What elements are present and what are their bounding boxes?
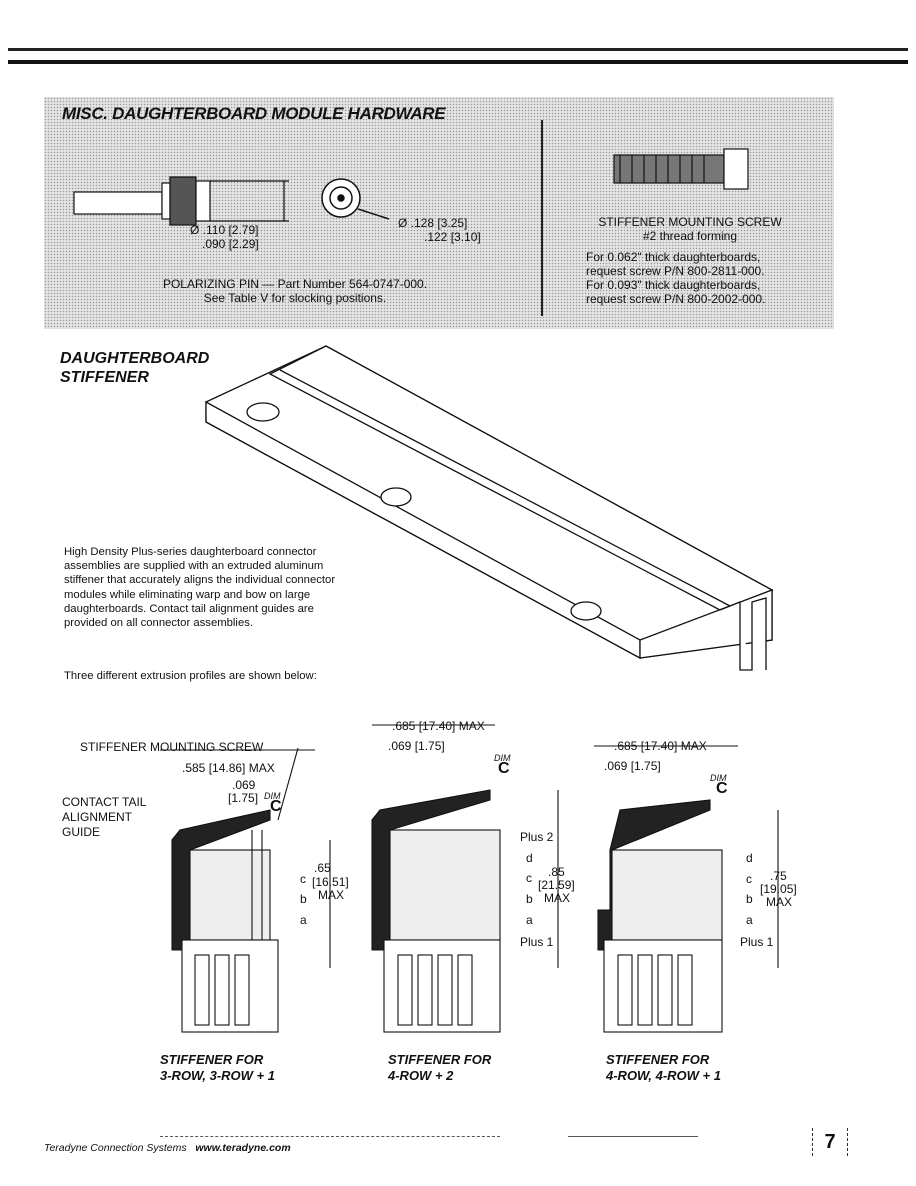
pin-dim-diameter: Ø .110 [2.79] bbox=[190, 223, 259, 237]
right-row-b: b bbox=[746, 892, 753, 906]
screw-note-line-4: request screw P/N 800-2002-000. bbox=[586, 292, 766, 306]
profile-diagrams bbox=[160, 724, 779, 1033]
left-row-c: c bbox=[300, 872, 306, 886]
stiffener-profiles-intro: Three different extrusion profiles are s… bbox=[64, 670, 317, 682]
header-rule-thick bbox=[8, 60, 908, 64]
middle-dim-c: C bbox=[498, 760, 510, 777]
right-dim-offset: .069 [1.75] bbox=[604, 759, 661, 773]
polarizing-pin-drawing bbox=[73, 176, 289, 226]
screw-note-line-3: For 0.093" thick daughterboards, bbox=[586, 278, 761, 292]
footer-rule-right bbox=[568, 1136, 698, 1137]
right-dim-c: C bbox=[716, 780, 728, 797]
middle-height-1: .85 bbox=[548, 865, 565, 879]
middle-plus-2: Plus 2 bbox=[520, 830, 554, 844]
profile-middle-drawing bbox=[371, 724, 559, 1033]
screw-note-line-1: For 0.062" thick daughterboards, bbox=[586, 250, 761, 264]
footer-rule-left bbox=[160, 1136, 500, 1137]
right-dim-width: .685 [17.40] MAX bbox=[614, 739, 707, 753]
middle-row-a: a bbox=[526, 913, 533, 927]
left-guide-label-3: GUIDE bbox=[62, 825, 101, 839]
left-height-2: [16.51] bbox=[312, 875, 349, 889]
left-screw-label: STIFFENER MOUNTING SCREW bbox=[80, 740, 264, 754]
page-number: 7 bbox=[812, 1128, 848, 1156]
left-caption-2: 3-ROW, 3-ROW + 1 bbox=[160, 1068, 275, 1083]
pin-dim-head-length: .122 [3.10] bbox=[424, 230, 481, 244]
middle-height-2: [21.59] bbox=[538, 878, 575, 892]
right-height-3: MAX bbox=[766, 895, 793, 909]
screw-caption-title: STIFFENER MOUNTING SCREW bbox=[598, 215, 782, 229]
stiffener-title-line-2: STIFFENER bbox=[60, 369, 149, 386]
middle-plus-1: Plus 1 bbox=[520, 935, 554, 949]
middle-row-b: b bbox=[526, 892, 533, 906]
profile-right-drawing bbox=[594, 745, 779, 1033]
right-height-2: [19.05] bbox=[760, 882, 797, 896]
left-guide-label-1: CONTACT TAIL bbox=[62, 795, 147, 809]
stiffener-3d-drawing bbox=[205, 345, 774, 671]
hardware-title: MISC. DAUGHTERBOARD MODULE HARDWARE bbox=[62, 104, 446, 123]
pin-dim-head-diameter: Ø .128 [3.25] bbox=[398, 216, 468, 230]
middle-row-c: c bbox=[526, 871, 532, 885]
left-dim-c: C bbox=[270, 798, 282, 815]
left-height-1: .65 bbox=[314, 861, 331, 875]
right-caption-1: STIFFENER FOR bbox=[606, 1052, 710, 1067]
middle-dim-label: DIM bbox=[494, 753, 511, 763]
right-row-c: c bbox=[746, 872, 752, 886]
middle-dim-offset: .069 [1.75] bbox=[388, 739, 445, 753]
right-caption-2: 4-ROW, 4-ROW + 1 bbox=[606, 1068, 721, 1083]
footer-company: Teradyne Connection Systems bbox=[44, 1142, 187, 1154]
profile-left-drawing bbox=[160, 747, 331, 1033]
middle-row-d: d bbox=[526, 851, 533, 865]
stiffener-title: DAUGHTERBOARD STIFFENER bbox=[60, 349, 209, 387]
hardware-drawings bbox=[73, 148, 749, 226]
middle-height-3: MAX bbox=[544, 891, 571, 905]
left-dim-offset-2: [1.75] bbox=[228, 791, 259, 805]
screw-caption-thread: #2 thread forming bbox=[642, 229, 738, 243]
pin-caption-line-2: See Table V for slocking positions. bbox=[203, 291, 387, 305]
left-dim-offset-1: .069 bbox=[232, 778, 256, 792]
stiffener-description: High Density Plus-series daughterboard c… bbox=[64, 546, 336, 630]
right-height-1: .75 bbox=[770, 869, 787, 883]
left-row-a: a bbox=[300, 913, 307, 927]
footer-text: Teradyne Connection Systems www.teradyne… bbox=[44, 1142, 291, 1154]
stiffener-title-line-1: DAUGHTERBOARD bbox=[60, 350, 210, 367]
left-guide-label-2: ALIGNMENT bbox=[62, 810, 133, 824]
left-caption-1: STIFFENER FOR bbox=[160, 1052, 264, 1067]
middle-dim-width: .685 [17.40] MAX bbox=[392, 719, 485, 733]
header-rule-thin bbox=[8, 48, 908, 51]
middle-caption-2: 4-ROW + 2 bbox=[388, 1068, 454, 1083]
polarizing-pin-end-view bbox=[321, 178, 390, 220]
right-plus-1: Plus 1 bbox=[740, 935, 774, 949]
left-dim-width: .585 [14.86] MAX bbox=[182, 761, 275, 775]
right-dim-label: DIM bbox=[710, 773, 727, 783]
right-row-d: d bbox=[746, 851, 753, 865]
middle-caption-1: STIFFENER FOR bbox=[388, 1052, 492, 1067]
left-dim-label: DIM bbox=[264, 791, 281, 801]
right-row-a: a bbox=[746, 913, 753, 927]
footer-url: www.teradyne.com bbox=[195, 1142, 291, 1154]
mounting-screw-drawing bbox=[613, 148, 749, 190]
left-height-3: MAX bbox=[318, 888, 345, 902]
hardware-panel bbox=[44, 97, 834, 329]
left-row-b: b bbox=[300, 892, 307, 906]
panel-divider bbox=[541, 120, 543, 316]
pin-caption-line-1: POLARIZING PIN — Part Number 564-0747-00… bbox=[162, 277, 428, 291]
pin-dim-length: .090 [2.29] bbox=[202, 237, 259, 251]
screw-note-line-2: request screw P/N 800-2811-000. bbox=[586, 264, 765, 278]
